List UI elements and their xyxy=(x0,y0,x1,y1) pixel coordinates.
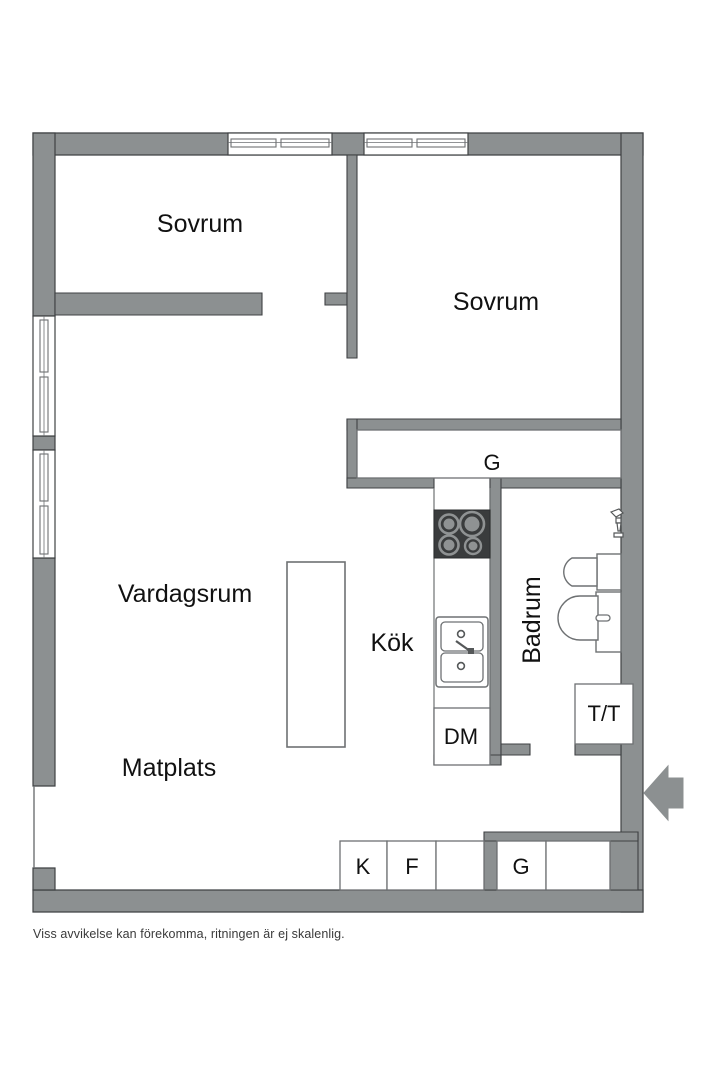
room-label-bedroom-left: Sovrum xyxy=(157,210,243,238)
label-dishwasher: DM xyxy=(444,724,478,749)
wall-left-upper xyxy=(32,132,56,317)
stove xyxy=(433,509,491,559)
label-washer-dryer: T/T xyxy=(588,701,621,726)
interior-walls xyxy=(54,154,639,891)
fixture-boxes xyxy=(339,429,634,891)
cabinet-unlabeled-box xyxy=(435,840,485,891)
wall-bathroom-south-left xyxy=(500,743,531,756)
label-freezer: K xyxy=(356,854,371,879)
dishwasher-box xyxy=(433,707,491,766)
wall-right xyxy=(620,132,644,913)
room-label-living-room: Vardagsrum xyxy=(118,580,252,608)
room-labels: Sovrum Sovrum Vardagsrum Matplats Kök Ba… xyxy=(118,210,546,782)
room-label-bedroom-right: Sovrum xyxy=(453,288,539,316)
wall-top xyxy=(32,132,644,156)
wall-left-stub xyxy=(32,867,56,891)
wall-wardrobe-bottom-left xyxy=(346,477,435,489)
wall-hall-left xyxy=(483,840,498,891)
window-top-right xyxy=(363,132,469,156)
wall-bottom xyxy=(32,889,644,913)
wall-wardrobe-bottom-right xyxy=(489,477,622,489)
kitchen-sink xyxy=(435,616,489,688)
wall-bathroom-west xyxy=(489,477,502,766)
window-top-left xyxy=(227,132,333,156)
room-label-kitchen: Kök xyxy=(370,629,414,657)
wall-bedroom-partition xyxy=(346,154,358,359)
wall-bathroom-south-right xyxy=(574,743,622,756)
window-left-lower xyxy=(32,449,56,559)
label-wardrobe-bedroom-right: G xyxy=(483,450,500,475)
fridge-box xyxy=(386,840,437,891)
wardrobe-bedroom-right-box xyxy=(356,429,622,479)
wall-left-pier xyxy=(32,435,56,451)
wall-bedroom-left-south xyxy=(54,292,263,316)
windows xyxy=(32,132,469,559)
entrance-arrow xyxy=(643,764,684,822)
toilet xyxy=(563,553,622,591)
bathroom-fixtures xyxy=(557,508,624,653)
label-wardrobe-hall: G xyxy=(512,854,529,879)
faucet-icon xyxy=(455,640,471,652)
room-label-bathroom: Badrum xyxy=(518,576,546,664)
wall-door-jamb-stub xyxy=(324,292,348,306)
outer-walls xyxy=(32,132,644,913)
window-left-upper xyxy=(32,315,56,437)
kitchen-island xyxy=(286,561,346,748)
room-label-dining-area: Matplats xyxy=(122,754,216,782)
label-fridge: F xyxy=(405,854,418,879)
wash-basin xyxy=(557,591,622,653)
wall-left-lower xyxy=(32,557,56,787)
wardrobe-hall-box xyxy=(496,840,547,891)
wall-hall-top xyxy=(483,831,639,842)
wardrobe-hall-2-box xyxy=(545,840,611,891)
fixture-box-labels: G DM T/T K F G xyxy=(356,450,621,879)
plan-disclaimer-caption: Viss avvikelse kan förekomma, ritningen … xyxy=(33,927,345,941)
washer-dryer-box xyxy=(574,683,634,745)
wall-wardrobe-top xyxy=(346,418,622,431)
shower-head-icon xyxy=(609,508,624,538)
